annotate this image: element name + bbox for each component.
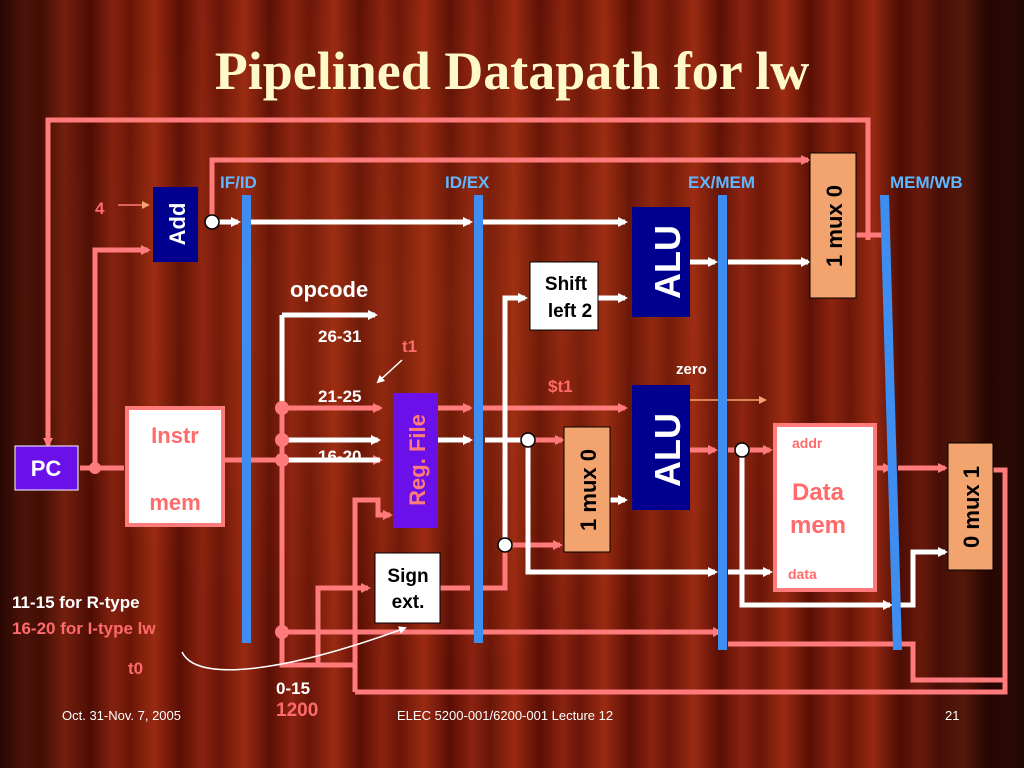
pc-block (14, 445, 79, 491)
read2-to-mux-wire (485, 437, 718, 577)
alu-main-block (632, 385, 690, 510)
footer-date: Oct. 31-Nov. 7, 2005 (62, 708, 181, 723)
alu-top-block (632, 207, 690, 317)
bits-21-25-label: 21-25 (318, 387, 361, 406)
instr-mem-label-2: mem (149, 490, 200, 515)
pc-plus4-wire (209, 155, 811, 222)
junction-dot (734, 442, 750, 458)
writeback-wire (352, 497, 393, 692)
junction-dot (275, 625, 289, 639)
junction-dot (275, 453, 289, 467)
write-reg-mem-wire (728, 641, 1008, 692)
adder-label: Add (165, 203, 190, 246)
junction-dot (520, 432, 536, 448)
t0-label: t0 (128, 659, 143, 678)
pc-label: PC (31, 456, 62, 481)
opcode-label: opcode (290, 277, 368, 302)
signext-ex-wire (482, 540, 563, 591)
annotation-arrows (118, 201, 767, 671)
shift-left-block (529, 261, 599, 331)
shift-in-wire (502, 293, 528, 545)
memwb-label: MEM/WB (890, 173, 963, 192)
rtype-label: 11-15 for R-type (12, 593, 140, 612)
aluout-wb-mux-wire (898, 547, 948, 608)
field-bus (279, 408, 355, 668)
zero-label: zero (676, 361, 707, 378)
writeback-return-wire (355, 467, 1008, 695)
data-mem-label-2: mem (790, 512, 846, 539)
junction-dot (204, 214, 220, 230)
junction-dot (275, 401, 289, 415)
junctions (89, 214, 750, 639)
four-label: 4 (95, 199, 105, 218)
sign-ext-label-1: Sign (387, 566, 428, 587)
slide-title: Pipelined Datapath for lw (214, 41, 810, 101)
bits-26-31-label: 26-31 (318, 327, 361, 346)
idex-bar (474, 195, 483, 643)
data-mem-addr-label: addr (792, 435, 823, 451)
pc-to-adder-wire (92, 245, 151, 468)
alu-top-label: ALU (647, 225, 688, 299)
itype-label: 16-20 for I-type lw (12, 619, 156, 638)
imm-value-label: 1200 (276, 700, 318, 721)
pipeline-labels: IF/ID ID/EX EX/MEM MEM/WB (220, 173, 963, 192)
exmem-bar (718, 195, 727, 650)
data-mem-block (773, 423, 877, 592)
junction-dot (89, 462, 101, 474)
idex-label: ID/EX (445, 173, 490, 192)
reg-file-block (393, 393, 438, 528)
shift-left-label-2: left 2 (548, 301, 592, 322)
ifid-bar (242, 195, 251, 643)
alu-src-mux-label: 1 mux 0 (576, 449, 601, 531)
white-wires (212, 217, 948, 610)
alu-src-mux-block (563, 426, 611, 553)
data-mem-label-1: Data (792, 479, 845, 506)
bits-0-15-label: 0-15 (276, 679, 310, 698)
pink-wires (43, 117, 1008, 695)
dollar-t1-label: $t1 (548, 377, 573, 396)
bits-16-20-label: 16-20 (318, 447, 361, 466)
instr-mem-block (125, 406, 225, 527)
memwb-bar (880, 195, 902, 650)
sign-ext-block (374, 552, 441, 624)
instr-mem-label-1: Instr (151, 423, 199, 448)
t0-arrow (181, 626, 407, 671)
pc-src-mux-block (809, 152, 857, 299)
sign-ext-label-2: ext. (392, 592, 425, 613)
shift-left-label-1: Shift (545, 274, 588, 295)
t1-label: t1 (402, 337, 417, 356)
data-mem-data-label: data (788, 566, 817, 582)
imm-wire (315, 583, 371, 665)
ifid-label: IF/ID (220, 173, 257, 192)
junction-dot (275, 433, 289, 447)
pc-feedback-wire (43, 117, 871, 448)
wb-mux-label: 0 mux 1 (959, 466, 984, 548)
reg-file-label: Reg. File (405, 414, 430, 506)
alu-main-label: ALU (647, 413, 688, 487)
aluout-wb-wire (739, 450, 893, 610)
junction-dot (497, 537, 513, 553)
exmem-label: EX/MEM (688, 173, 755, 192)
footer-course: ELEC 5200-001/6200-001 Lecture 12 (397, 708, 614, 723)
footer-page-number: 21 (945, 708, 960, 723)
pc-src-mux-label: 1 mux 0 (822, 185, 847, 267)
adder-block (153, 187, 198, 262)
wb-mux-block (947, 442, 994, 571)
pipeline-bars (242, 195, 902, 650)
t1-arrow (376, 359, 403, 384)
